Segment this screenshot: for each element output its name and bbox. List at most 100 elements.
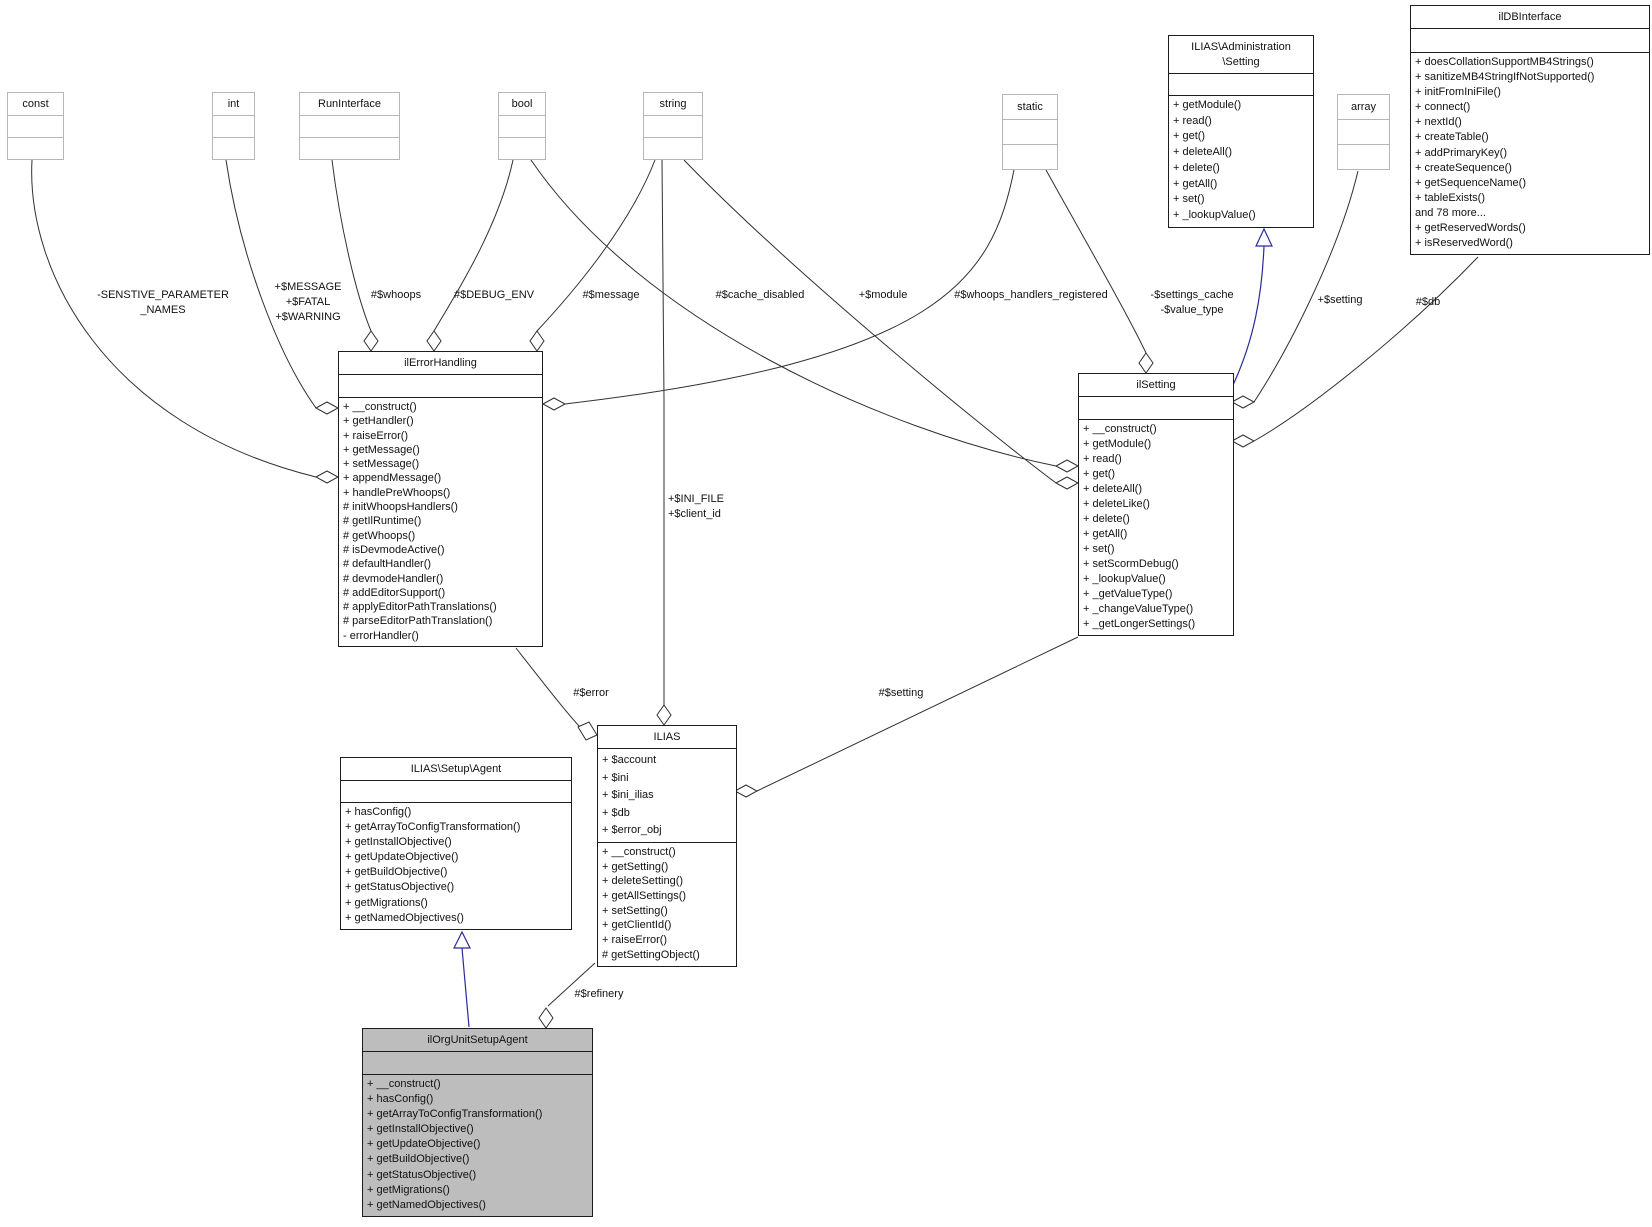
class-box-runinterface[interactable]: RunInterface [299, 92, 400, 160]
aggregation-diamond [314, 470, 340, 484]
edge-static-ilsetting [1045, 169, 1147, 354]
class-box-string[interactable]: string [643, 92, 703, 160]
class-box-ilerrorhandling[interactable]: ilErrorHandling + __construct()+ getHand… [338, 351, 543, 648]
edge-string-ilsetting [683, 159, 1057, 484]
edge-label-whoops: #$whoops [370, 289, 422, 301]
class-name: bool [499, 93, 545, 116]
methods-compartment: + __construct()+ getHandler()+ raiseErro… [339, 398, 542, 646]
edge-label-settings-cache-value-type: -$settings_cache -$value_type [1150, 289, 1234, 316]
edge-label-sensitive-parameter-names: -SENSTIVE_PARAMETER _NAMES [97, 289, 229, 316]
method-row: + getUpdateObjective() [367, 1138, 481, 1151]
class-box-ilorgunitsetupagent[interactable]: ilOrgUnitSetupAgent + __construct()+ has… [362, 1028, 593, 1217]
method-row: + hasConfig() [367, 1093, 434, 1106]
edge-ilsetting-ilias [756, 636, 1079, 792]
method-row: + isReservedWord() [1415, 237, 1513, 250]
class-name: const [8, 93, 63, 116]
methods-compartment [499, 138, 545, 159]
edge-string-ilerrorhandling [536, 159, 656, 332]
methods-compartment [8, 138, 63, 159]
method-row: # parseEditorPathTranslation() [343, 615, 493, 628]
methods-compartment [1338, 145, 1389, 169]
attributes-compartment [1079, 397, 1233, 420]
method-row: + getNamedObjectives() [345, 911, 464, 924]
class-name[interactable]: ilErrorHandling [339, 352, 542, 375]
method-row: + get() [1083, 468, 1116, 480]
class-box-ildbinterface[interactable]: ilDBInterface + doesCollationSupportMB4S… [1410, 5, 1650, 256]
class-box-int[interactable]: int [212, 92, 255, 160]
class-name[interactable]: ILIAS\Administration \Setting [1169, 36, 1313, 74]
method-row: + deleteAll() [1083, 483, 1143, 495]
class-box-const[interactable]: const [7, 92, 64, 160]
method-row: + getStatusObjective() [367, 1168, 477, 1181]
class-name[interactable]: ILIAS [598, 726, 736, 749]
methods-compartment: + getModule()+ read()+ get()+ deleteAll(… [1169, 96, 1313, 227]
class-name[interactable]: ilSetting [1079, 374, 1233, 397]
method-row: + raiseError() [602, 934, 668, 947]
methods-compartment [644, 138, 702, 159]
aggregation-diamond [1138, 352, 1154, 374]
attributes-compartment [644, 116, 702, 138]
method-row: + getModule() [1083, 438, 1152, 450]
class-box-static[interactable]: static [1002, 94, 1058, 170]
method-row: + _lookupValue() [1083, 573, 1166, 585]
edge-const-ilerrorhandling [31, 159, 317, 478]
method-row: # getIlRuntime() [343, 515, 422, 528]
attribute-row: + $db [602, 806, 630, 819]
method-row: and 78 more... [1415, 206, 1486, 219]
edge-ilsetting-adminsetting-inheritance [1232, 245, 1265, 386]
attributes-compartment [339, 375, 542, 398]
method-row: # addEditorSupport() [343, 586, 446, 599]
class-name: string [644, 93, 702, 116]
edge-string-ilias [661, 159, 665, 705]
method-row: + getArrayToConfigTransformation() [345, 821, 521, 834]
methods-compartment [213, 138, 254, 159]
method-row: # getWhoops() [343, 529, 416, 542]
method-row: + getMessage() [343, 443, 420, 456]
method-row: + getBuildObjective() [367, 1153, 470, 1166]
inheritance-arrowhead [1255, 227, 1273, 247]
class-name: RunInterface [300, 93, 399, 116]
edge-label-debug-env: #$DEBUG_ENV [453, 289, 535, 301]
method-row: + set() [1173, 193, 1205, 206]
edge-label-refinery: #$refinery [574, 988, 624, 1000]
method-row: + deleteAll() [1173, 146, 1233, 159]
edge-label-setting: #$setting [878, 687, 924, 699]
edge-array-ilsetting [1253, 170, 1359, 403]
class-box-ilias-administration-setting[interactable]: ILIAS\Administration \Setting + getModul… [1168, 35, 1314, 228]
method-row: + setScormDebug() [1083, 558, 1179, 570]
class-box-ilsetting[interactable]: ilSetting + __construct()+ getModule()+ … [1078, 373, 1234, 636]
class-box-array[interactable]: array [1337, 94, 1390, 170]
edge-runinterface-ilerrorhandling [331, 159, 372, 332]
attribute-row: + $account [602, 754, 657, 766]
method-row: # defaultHandler() [343, 558, 432, 571]
method-row: + getClientId() [602, 919, 672, 932]
edge-ildbinterface-ilsetting [1253, 256, 1479, 442]
attributes-compartment [1169, 74, 1313, 96]
class-name[interactable]: ilOrgUnitSetupAgent [363, 1029, 592, 1052]
edge-label-message: #$message [582, 289, 640, 301]
aggregation-diamond [577, 721, 598, 741]
aggregation-diamond [538, 1007, 554, 1029]
class-box-ilias[interactable]: ILIAS + $account+ $ini+ $ini_ilias+ $db+… [597, 725, 737, 967]
method-row: + _changeValueType() [1083, 603, 1194, 615]
edge-ilorgunitsetupagent-agent-inheritance [461, 947, 470, 1028]
edge-int-ilerrorhandling [225, 159, 317, 409]
method-row: + deleteLike() [1083, 498, 1150, 510]
method-row: + getBuildObjective() [345, 866, 448, 879]
class-name[interactable]: ilDBInterface [1411, 6, 1649, 29]
method-row: + handlePreWhoops() [343, 486, 451, 499]
edge-label-setting-array: +$setting [1317, 294, 1363, 306]
method-row: + _getLongerSettings() [1083, 618, 1196, 630]
attribute-row: + $error_obj [602, 824, 662, 837]
method-row: # isDevmodeActive() [343, 543, 445, 556]
class-name[interactable]: ILIAS\Setup\Agent [341, 758, 571, 781]
edge-label-module: +$module [858, 289, 908, 301]
class-name: array [1338, 95, 1389, 120]
methods-compartment [1003, 145, 1057, 169]
class-box-ilias-setup-agent[interactable]: ILIAS\Setup\Agent + hasConfig()+ getArra… [340, 757, 572, 930]
class-box-bool[interactable]: bool [498, 92, 546, 160]
method-row: + delete() [1083, 513, 1130, 525]
method-row: + setMessage() [343, 458, 420, 471]
edge-label-db: #$db [1415, 296, 1441, 308]
